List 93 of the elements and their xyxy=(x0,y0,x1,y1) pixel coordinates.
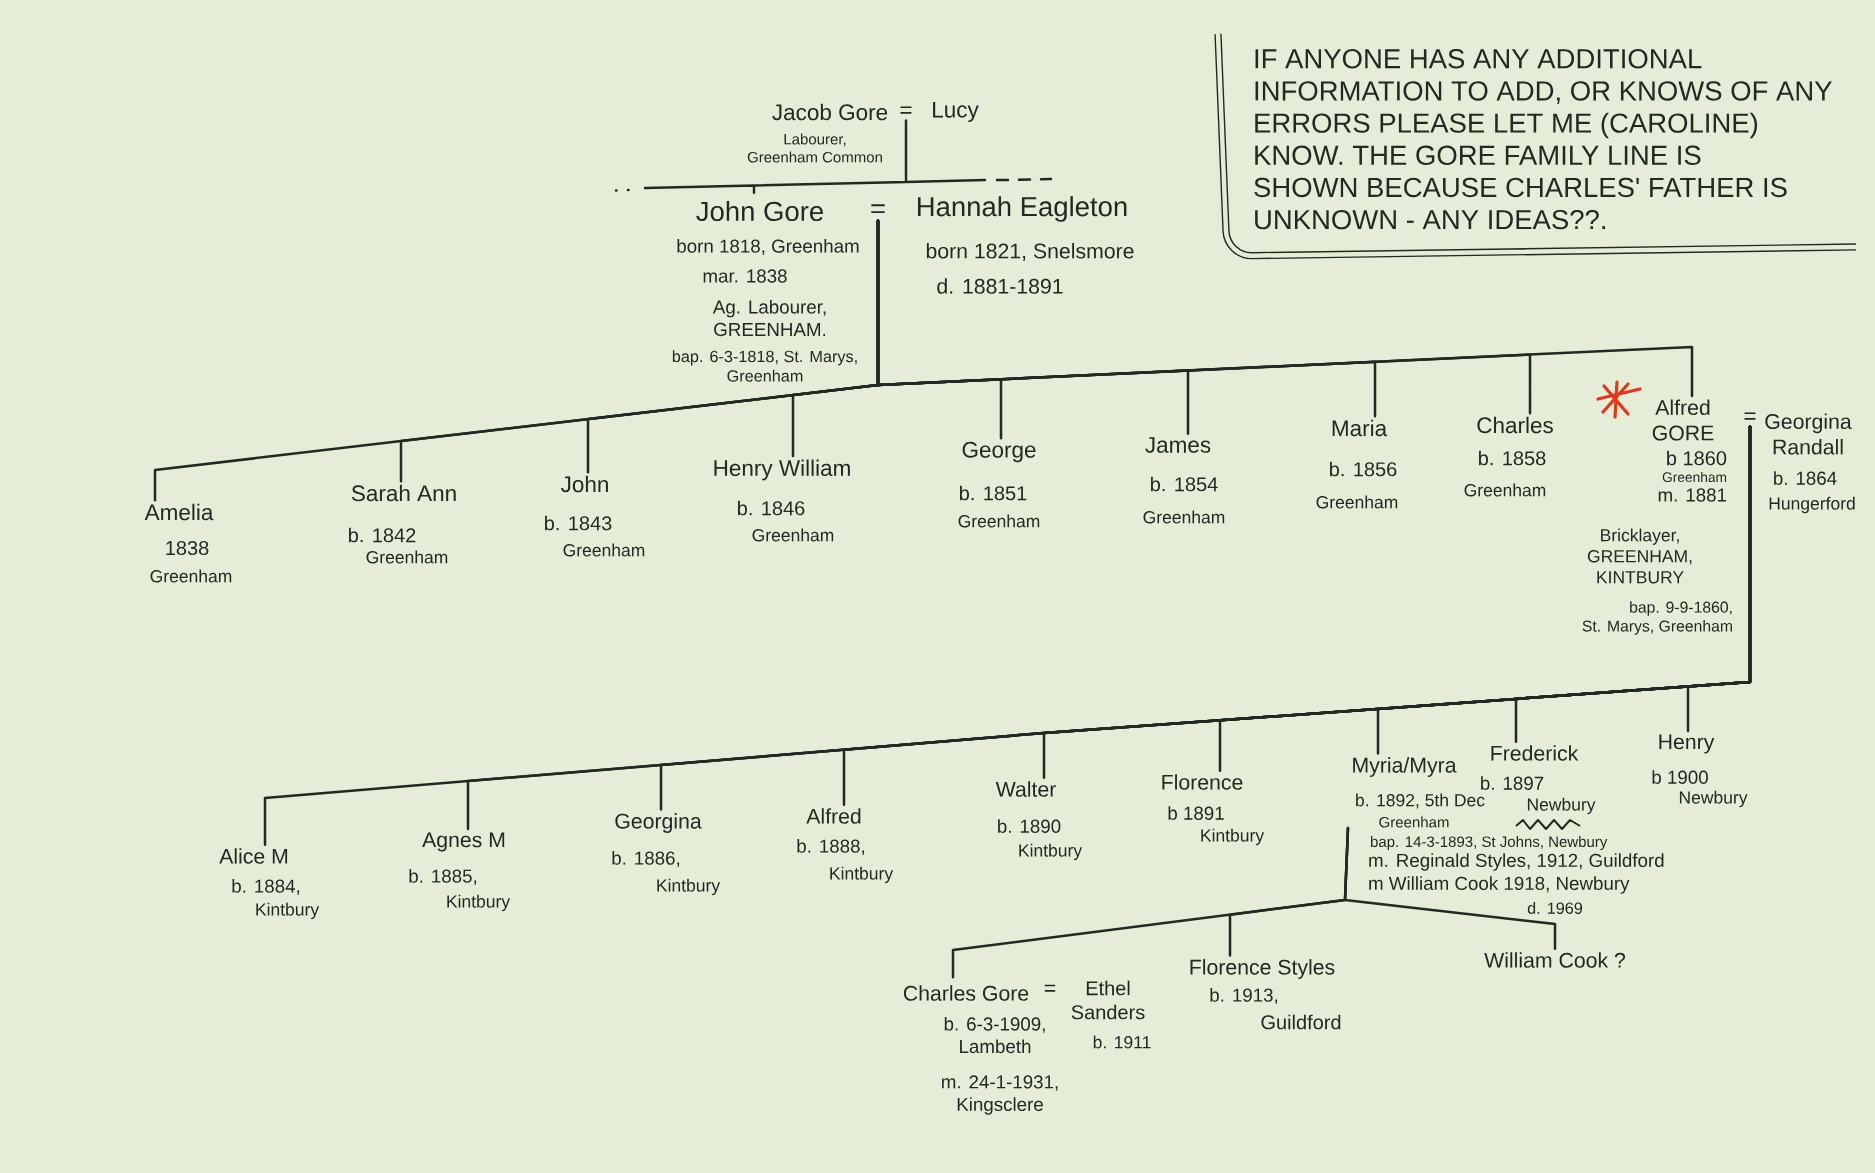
person-name: Agnes M xyxy=(422,832,505,852)
person-name: James xyxy=(1145,437,1211,453)
person-details: b. 6-3-1909, Lambeth xyxy=(944,1016,1045,1054)
marriage-sign: = xyxy=(900,106,912,114)
person-details: b. 1851 xyxy=(960,485,1027,501)
person-details: b. 1864 xyxy=(1774,471,1837,485)
person-name: John Gore xyxy=(696,200,823,222)
person-details: Greenham xyxy=(958,514,1040,528)
person-details: born 1821, Snelsmore xyxy=(926,242,1134,262)
person-name: John xyxy=(560,475,608,493)
person-details: Guildford xyxy=(1261,1014,1341,1030)
person-details: Bricklayer, GREENHAM, KINTBURY xyxy=(1587,528,1692,584)
person-name: Alfred xyxy=(806,808,861,824)
person-name: Georgina Randall xyxy=(1765,413,1852,455)
marriage-sign: = xyxy=(1744,412,1756,420)
person-details: 1838 xyxy=(166,540,209,556)
family-line xyxy=(876,219,1694,398)
person-details: bap. 6-3-1818, St. Marys, Greenham xyxy=(672,350,857,382)
person-details: m William Cook 1918, Newbury xyxy=(1369,876,1630,894)
person-details: mar. 1838 xyxy=(703,269,787,283)
person-details: Labourer, Greenham Common xyxy=(747,133,882,163)
person-name: Alice M xyxy=(219,848,288,864)
person-details: Greenham xyxy=(1143,510,1225,524)
family-line xyxy=(1686,425,1752,733)
person-details: b. 1884, xyxy=(232,879,300,895)
person-name: Hannah Eagleton xyxy=(918,196,1127,222)
person-details: Greenham xyxy=(150,569,232,583)
person-name: Ethel Sanders xyxy=(1071,980,1145,1020)
person-details: Ag. Labourer, GREENHAM. xyxy=(712,299,826,337)
person-details: m. Reginald Styles, 1912, Guildford xyxy=(1369,853,1664,871)
person-details: b. 1842 xyxy=(349,527,416,543)
person-details: b. 1854 xyxy=(1151,476,1218,492)
person-name: Charles xyxy=(1477,416,1553,434)
person-details: m. 24-1-1931, Kingsclere xyxy=(942,1075,1058,1115)
person-name: Georgina xyxy=(615,813,702,833)
person-details: Greenham xyxy=(563,543,645,557)
person-details: b. 1886, xyxy=(612,851,680,867)
person-details: b. 1846 xyxy=(738,500,805,516)
person-details: d. 1969 xyxy=(1527,902,1583,914)
person-details: Kintbury xyxy=(657,878,721,896)
person-details: b. 1888, xyxy=(797,839,865,855)
person-details: b 1900 xyxy=(1652,770,1708,784)
marriage-sign: = xyxy=(1044,984,1056,992)
person-details: b 1891 xyxy=(1168,806,1224,820)
person-name: Walter xyxy=(995,781,1056,797)
marriage-sign: = xyxy=(871,204,885,214)
person-details: bap. 9-9-1860, St. Marys, Greenham xyxy=(1582,601,1732,635)
person-details: d. 1881-1891 xyxy=(937,278,1063,294)
person-name: Henry William xyxy=(714,459,850,481)
family-line xyxy=(1343,826,1557,950)
person-details: Kintbury xyxy=(1019,843,1083,861)
person-details: Greenham xyxy=(1379,816,1449,828)
person-details: Kintbury xyxy=(830,866,894,884)
note-box: IF ANYONE HAS ANY ADDITIONAL INFORMATION TO ADD, OR KNOWS OF ANY ERRORS PLEASE LET ME (CAROLINE) KNOW. THE GORE FAMILY LINE IS SHOWN BECAUSE CHARLES' FATHER IS UNKNOWN - ANY IDEAS??. xyxy=(1214,33,1857,260)
person-details: b. 1858 xyxy=(1479,450,1546,466)
person-details: bap. 14-3-1893, St Johns, Newbury xyxy=(1371,836,1608,850)
person-details: Greenham xyxy=(1662,471,1727,483)
person-details: b. 1890 xyxy=(998,819,1061,833)
person-name: Florence xyxy=(1162,774,1243,790)
person-name: Florence Styles xyxy=(1190,959,1335,979)
person-details: b. 1843 xyxy=(545,515,612,531)
person-name: Henry xyxy=(1659,734,1715,754)
person-details: Greenham xyxy=(1464,483,1546,497)
person-details: Greenham xyxy=(752,528,834,542)
person-details: born 1818, Greenham xyxy=(677,239,859,255)
person-details: b. 1892, 5th Dec xyxy=(1356,793,1485,809)
person-details: Newbury xyxy=(1679,790,1748,808)
person-details: Newbury xyxy=(1527,797,1596,815)
person-details: Greenham xyxy=(1316,495,1398,509)
person-name: Jacob Gore xyxy=(772,103,888,121)
person-name: Frederick xyxy=(1491,745,1579,761)
person-name: Maria xyxy=(1332,419,1388,437)
person-details: b 1860 xyxy=(1667,450,1727,466)
person-details: b. 1856 xyxy=(1330,461,1397,477)
person-details: Kintbury xyxy=(447,894,511,912)
person-details: b. 1885, xyxy=(409,869,477,885)
person-name: George xyxy=(962,441,1036,463)
person-name: Lucy xyxy=(933,101,979,123)
person-name: Alfred GORE xyxy=(1652,399,1714,441)
person-name: Amelia xyxy=(144,503,214,521)
person-details: Greenham xyxy=(366,550,448,564)
person-details: Hungerford xyxy=(1769,496,1855,514)
person-details: Kintbury xyxy=(256,902,320,920)
person-name: Sarah Ann xyxy=(351,484,456,502)
person-details: m. 1881 xyxy=(1658,488,1727,502)
person-name: Charles Gore xyxy=(903,985,1029,1001)
person-name: Myria/Myra xyxy=(1353,757,1457,777)
person-details: b. 1913, xyxy=(1210,988,1278,1004)
person-details: b. 1897 xyxy=(1481,776,1544,790)
person-details: b. 1911 xyxy=(1093,1035,1151,1049)
person-name: William Cook ? xyxy=(1484,952,1625,968)
person-details: Kintbury xyxy=(1201,828,1265,846)
family-line xyxy=(614,119,1053,194)
